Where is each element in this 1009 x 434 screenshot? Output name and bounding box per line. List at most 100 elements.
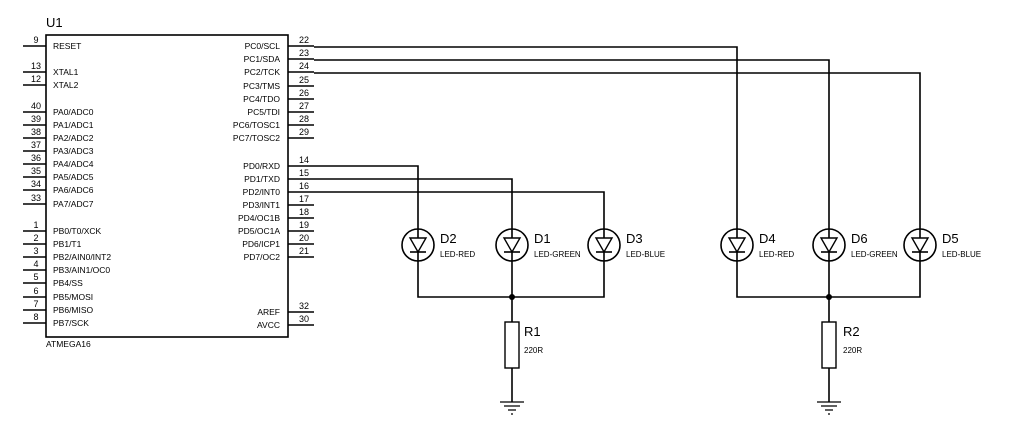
pin-label-right: PC7/TOSC2 bbox=[233, 133, 280, 143]
resistor-r2-value: 220R bbox=[843, 346, 862, 355]
led-value: LED-GREEN bbox=[851, 250, 898, 259]
pin-number-left: 4 bbox=[33, 259, 38, 269]
pin-number-right: 23 bbox=[299, 48, 309, 58]
pin-label-right: PC4/TDO bbox=[243, 94, 280, 104]
wire-cathodes-group2 bbox=[736, 262, 921, 322]
wire-pd1-d1 bbox=[314, 178, 513, 228]
pin-label-left: PA5/ADC5 bbox=[53, 172, 94, 182]
pin-label-left: PA1/ADC1 bbox=[53, 120, 94, 130]
pin-label-left: PB5/MOSI bbox=[53, 292, 93, 302]
pin-number-right: 14 bbox=[299, 155, 309, 165]
junction-dot-group2 bbox=[826, 294, 832, 300]
pin-number-left: 40 bbox=[31, 101, 41, 111]
led-triangle bbox=[727, 237, 747, 254]
wire-cathodes-group1 bbox=[417, 262, 605, 322]
pin-label-right: PD7/OC2 bbox=[244, 252, 281, 262]
pin-number-right: 20 bbox=[299, 233, 309, 243]
pin-number-right: 27 bbox=[299, 101, 309, 111]
led-triangle bbox=[819, 237, 839, 254]
pin-number-left: 5 bbox=[33, 272, 38, 282]
mcu-left-pins: 9RESET13XTAL112XTAL240PA0/ADC039PA1/ADC1… bbox=[23, 35, 111, 328]
led-refdes: D3 bbox=[626, 231, 643, 246]
pin-number-left: 6 bbox=[33, 286, 38, 296]
wire-pd0-d2 bbox=[314, 165, 419, 228]
pin-label-right: PD6/ICP1 bbox=[242, 239, 280, 249]
pin-label-right: PC5/TDI bbox=[247, 107, 280, 117]
pin-label-left: PB1/T1 bbox=[53, 239, 82, 249]
led-refdes: D4 bbox=[759, 231, 776, 246]
pin-label-left: PB0/T0/XCK bbox=[53, 226, 102, 236]
pin-number-left: 34 bbox=[31, 179, 41, 189]
pin-number-right: 26 bbox=[299, 88, 309, 98]
resistor-r1-value: 220R bbox=[524, 346, 543, 355]
pin-number-right: 28 bbox=[299, 114, 309, 124]
mcu-part-name: ATMEGA16 bbox=[46, 339, 91, 349]
pin-label-right: PD2/INT0 bbox=[243, 187, 281, 197]
led-refdes: D6 bbox=[851, 231, 868, 246]
pin-number-left: 8 bbox=[33, 312, 38, 322]
pin-label-right: PC2/TCK bbox=[244, 67, 280, 77]
led-refdes: D2 bbox=[440, 231, 457, 246]
pin-number-left: 37 bbox=[31, 140, 41, 150]
pin-number-left: 13 bbox=[31, 61, 41, 71]
pin-label-left: PB4/SS bbox=[53, 278, 83, 288]
pin-number-right: 15 bbox=[299, 168, 309, 178]
led-triangle bbox=[408, 237, 428, 254]
pin-number-right: 22 bbox=[299, 35, 309, 45]
microcontroller-u1[interactable]: U1 ATMEGA16 9RESET13XTAL112XTAL240PA0/AD… bbox=[23, 15, 314, 349]
led-value: LED-BLUE bbox=[942, 250, 981, 259]
resistor-r2[interactable]: R2 220R bbox=[821, 321, 862, 369]
ground-symbol-1 bbox=[500, 401, 524, 415]
resistor-r1-body bbox=[504, 321, 520, 369]
wire-pc0-d4 bbox=[314, 46, 738, 228]
mcu-refdes: U1 bbox=[46, 15, 63, 30]
pin-label-left: PB3/AIN1/OC0 bbox=[53, 265, 110, 275]
pin-label-right: PD1/TXD bbox=[244, 174, 280, 184]
pin-number-left: 38 bbox=[31, 127, 41, 137]
pin-label-right: PC1/SDA bbox=[244, 54, 281, 64]
pin-number-left: 2 bbox=[33, 233, 38, 243]
pin-label-right: PD3/INT1 bbox=[243, 200, 281, 210]
pin-label-left: PB6/MISO bbox=[53, 305, 94, 315]
pin-number-right: 18 bbox=[299, 207, 309, 217]
pin-number-right: 21 bbox=[299, 246, 309, 256]
pin-label-left: PB2/AIN0/INT2 bbox=[53, 252, 111, 262]
pin-number-right: 19 bbox=[299, 220, 309, 230]
resistor-r2-refdes: R2 bbox=[843, 324, 860, 339]
pin-label-right: PC3/TMS bbox=[243, 81, 280, 91]
pin-label-left: PA2/ADC2 bbox=[53, 133, 94, 143]
led-refdes: D5 bbox=[942, 231, 959, 246]
pin-label-left: PA0/ADC0 bbox=[53, 107, 94, 117]
pin-label-right: AREF bbox=[257, 307, 280, 317]
pin-number-left: 9 bbox=[33, 35, 38, 45]
pin-number-right: 16 bbox=[299, 181, 309, 191]
pin-number-left: 33 bbox=[31, 193, 41, 203]
led-triangle bbox=[594, 237, 614, 254]
led-triangle bbox=[910, 237, 930, 254]
pin-label-right: PD5/OC1A bbox=[238, 226, 280, 236]
led-value: LED-BLUE bbox=[626, 250, 665, 259]
pin-label-left: XTAL1 bbox=[53, 67, 79, 77]
ground-symbol-2 bbox=[817, 401, 841, 415]
mcu-body bbox=[45, 34, 289, 338]
led-value: LED-RED bbox=[440, 250, 475, 259]
pin-label-left: PB7/SCK bbox=[53, 318, 89, 328]
pin-label-right: PC0/SCL bbox=[245, 41, 281, 51]
resistor-r1-refdes: R1 bbox=[524, 324, 541, 339]
pin-label-left: XTAL2 bbox=[53, 80, 79, 90]
pin-number-right: 24 bbox=[299, 61, 309, 71]
resistor-r1[interactable]: R1 220R bbox=[504, 321, 543, 369]
pin-number-left: 12 bbox=[31, 74, 41, 84]
led-value: LED-RED bbox=[759, 250, 794, 259]
wire-pc2-d5 bbox=[314, 72, 921, 228]
pin-label-left: PA3/ADC3 bbox=[53, 146, 94, 156]
pin-label-right: PC6/TOSC1 bbox=[233, 120, 280, 130]
pin-label-right: PD0/RXD bbox=[243, 161, 280, 171]
